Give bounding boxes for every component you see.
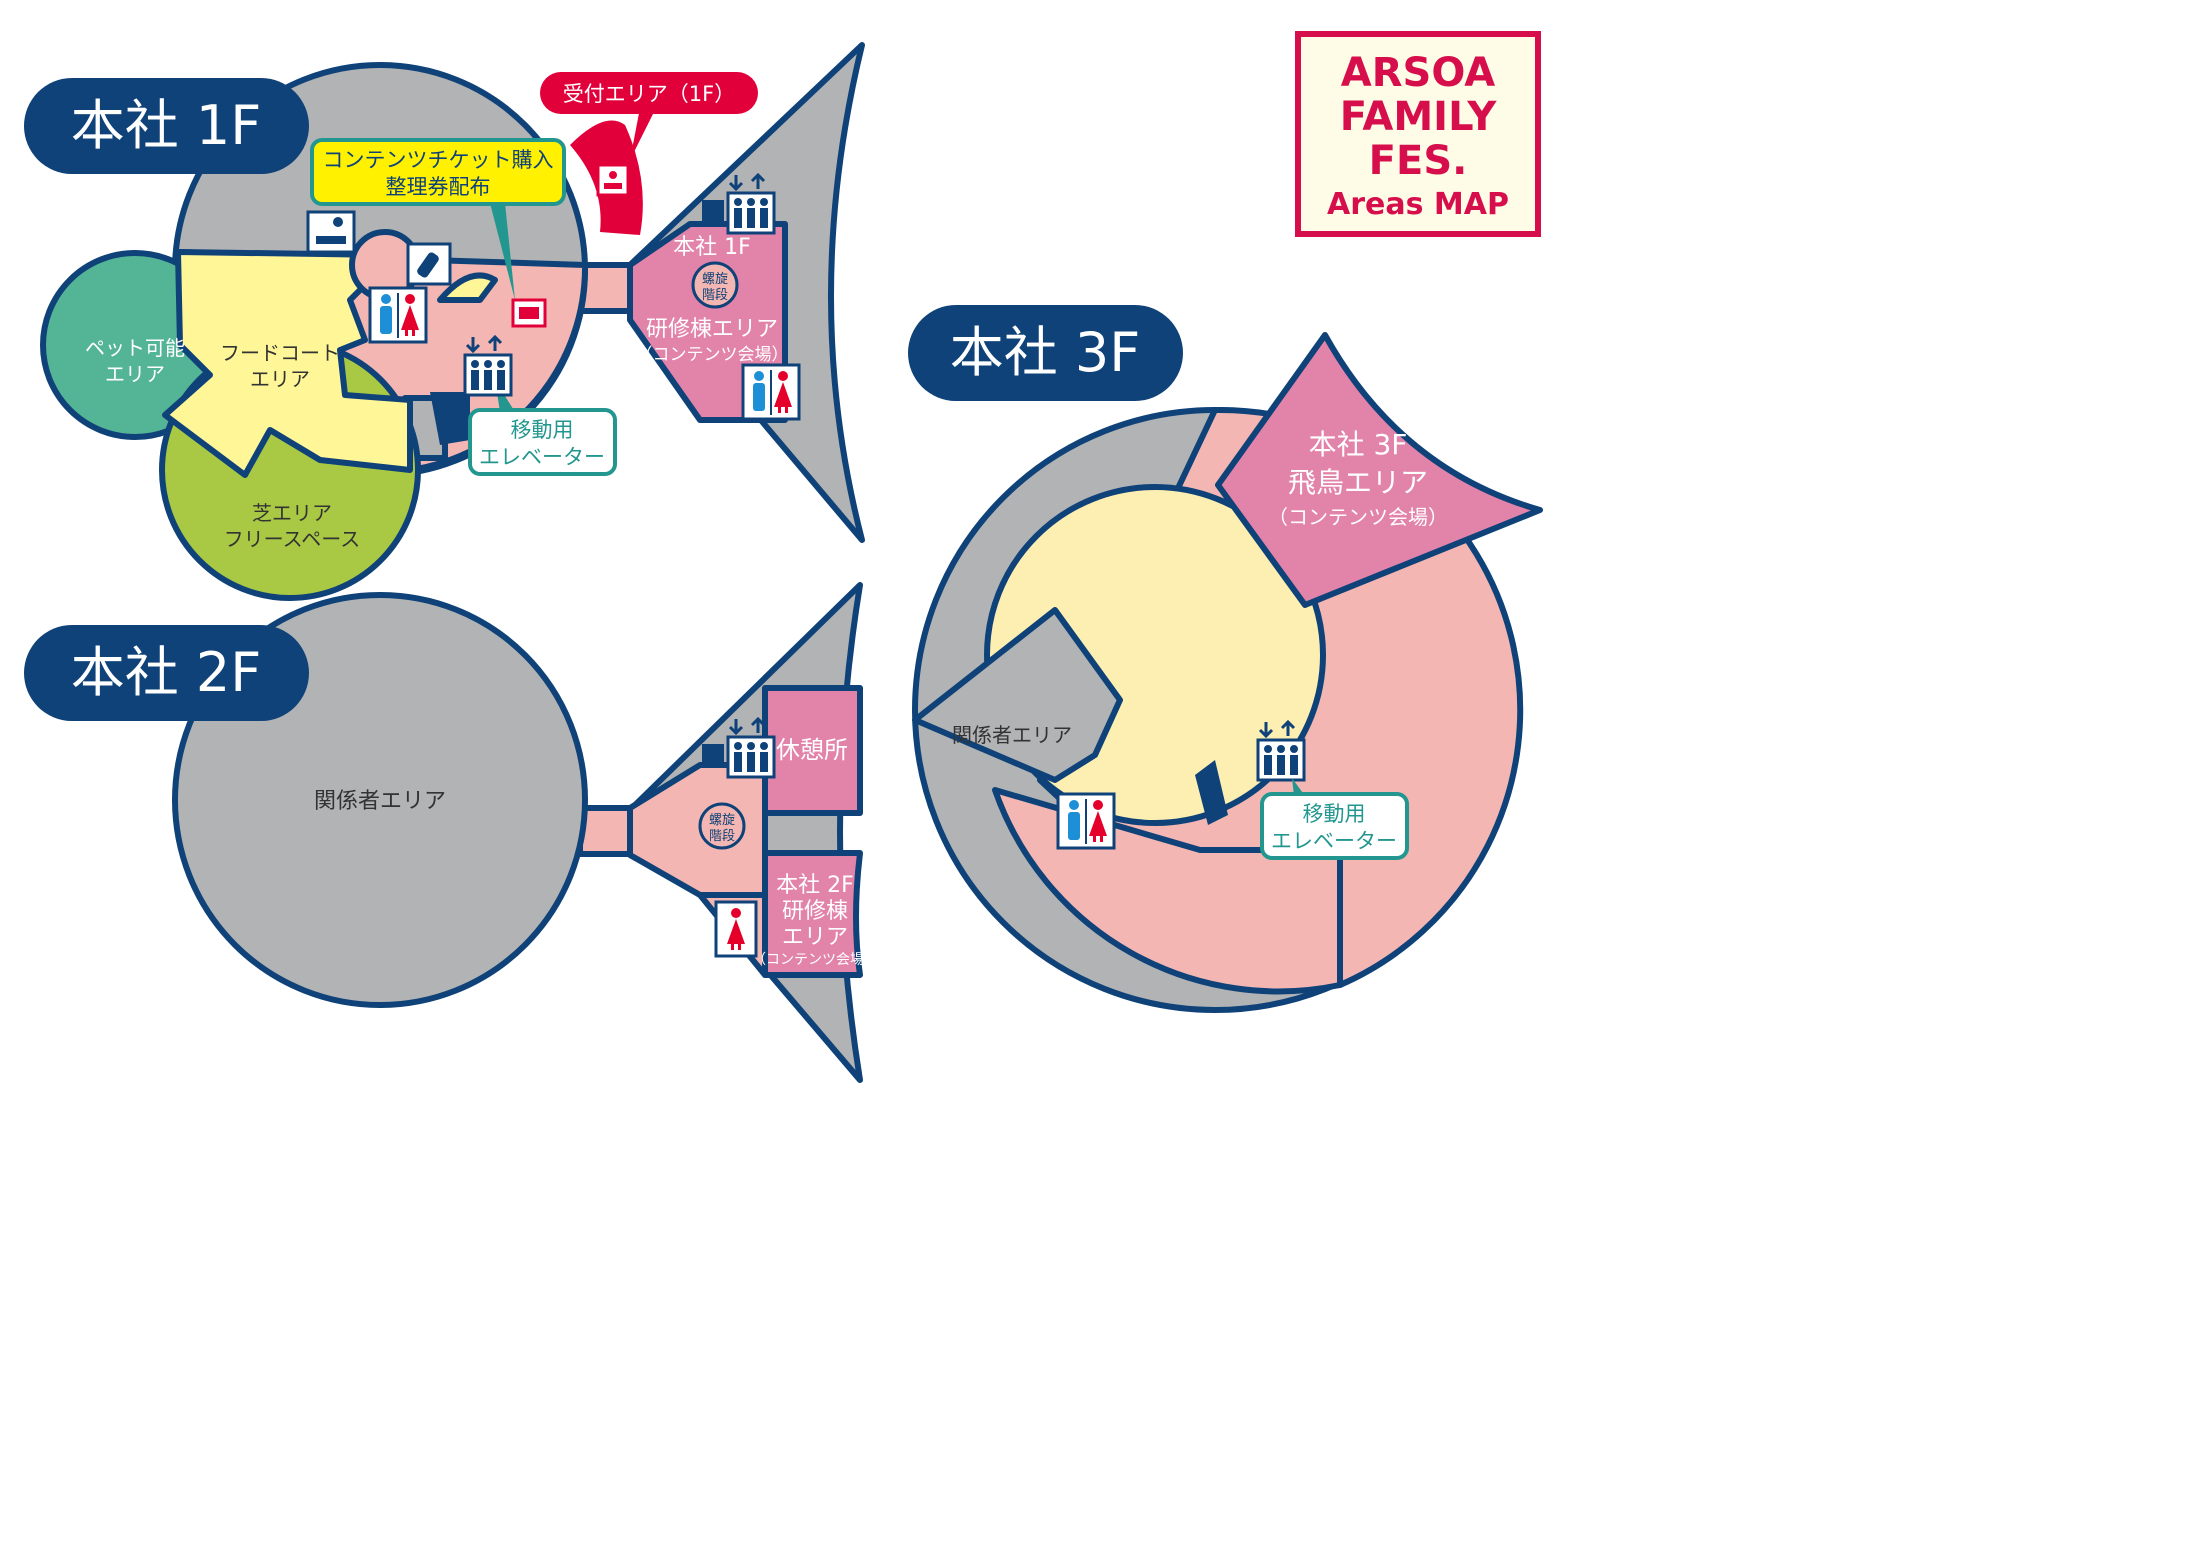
- svg-text:FES.: FES.: [1369, 138, 1468, 184]
- staff-area-3f-label: 関係者エリア: [952, 723, 1072, 747]
- restroom-icon: [741, 363, 801, 421]
- rest-area-label: 休憩所: [776, 736, 848, 764]
- training-area-2f: [762, 850, 863, 978]
- stairs-icon: 螺旋 階段: [698, 802, 746, 850]
- reception-callout: 受付エリア（1F）: [540, 72, 758, 160]
- ticket-icon: [511, 298, 547, 328]
- svg-text:移動用: 移動用: [511, 418, 574, 442]
- food-court-label: フードコート エリア: [220, 341, 340, 391]
- restroom-icon: [368, 286, 428, 344]
- svg-text:Areas MAP: Areas MAP: [1327, 187, 1509, 222]
- svg-text:本社 2F: 本社 2F: [71, 641, 262, 704]
- floor-3f: [912, 332, 1543, 1013]
- svg-text:フリースペース: フリースペース: [224, 527, 361, 551]
- elevator-callout-3f: 移動用 エレベーター: [1260, 778, 1409, 860]
- svg-text:本社 2F: 本社 2F: [776, 873, 854, 898]
- reception-desk-icon: [596, 163, 630, 197]
- svg-text:本社 3F: 本社 3F: [950, 321, 1141, 384]
- svg-text:整理券配布: 整理券配布: [386, 175, 491, 199]
- training-area-2f-label: 本社 2F 研修棟 エリア （コンテンツ会場）: [752, 873, 878, 968]
- svg-text:ペット可能: ペット可能: [85, 336, 185, 360]
- baby-bottle-icon: [406, 242, 452, 286]
- svg-text:コンテンツチケット購入: コンテンツチケット購入: [323, 148, 554, 172]
- training-area-1f-label: 本社 1F 螺旋 階段 研修棟エリア （コンテンツ会場）: [636, 235, 789, 365]
- svg-text:エリア: エリア: [782, 925, 848, 950]
- svg-text:エリア: エリア: [105, 362, 165, 386]
- svg-text:移動用: 移動用: [1303, 802, 1366, 826]
- svg-text:エリア: エリア: [250, 367, 310, 391]
- stairs-icon: [691, 261, 739, 309]
- lawn-area-label: 芝エリア フリースペース: [224, 501, 361, 551]
- title-2f: 本社 2F: [24, 625, 309, 721]
- svg-text:階段: 階段: [709, 829, 735, 844]
- baby-changing-icon: [306, 210, 356, 254]
- staff-area-2f-label: 関係者エリア: [314, 789, 446, 814]
- asuka-area: [1215, 332, 1543, 608]
- svg-text:エレベーター: エレベーター: [479, 445, 605, 469]
- svg-text:エレベーター: エレベーター: [1271, 829, 1397, 853]
- ticket-callout: コンテンツチケット購入 整理券配布: [310, 138, 566, 300]
- svg-text:飛鳥エリア: 飛鳥エリア: [1288, 466, 1428, 499]
- restroom-icon: [1056, 792, 1116, 850]
- svg-text:FAMILY: FAMILY: [1340, 94, 1498, 140]
- svg-text:本社 3F: 本社 3F: [1309, 428, 1408, 461]
- svg-text:研修棟: 研修棟: [782, 899, 848, 924]
- title-3f: 本社 3F: [908, 305, 1183, 401]
- svg-text:ARSOA: ARSOA: [1341, 50, 1495, 96]
- svg-text:芝エリア: 芝エリア: [252, 501, 332, 525]
- pet-area-label: ペット可能 エリア: [85, 336, 185, 386]
- food-court-area: [162, 249, 413, 478]
- svg-text:研修棟エリア: 研修棟エリア: [646, 317, 778, 342]
- svg-text:フードコート: フードコート: [220, 341, 340, 365]
- svg-text:（コンテンツ会場）: （コンテンツ会場）: [1268, 505, 1448, 529]
- svg-text:階段: 階段: [702, 288, 728, 303]
- svg-text:本社 1F: 本社 1F: [71, 94, 262, 157]
- svg-text:螺旋: 螺旋: [702, 272, 728, 287]
- svg-text:受付エリア（1F）: 受付エリア（1F）: [563, 82, 735, 106]
- restroom-icon: [714, 900, 758, 958]
- asuka-area-label: 本社 3F 飛鳥エリア （コンテンツ会場）: [1268, 428, 1448, 529]
- title-1f: 本社 1F: [24, 78, 309, 174]
- svg-text:（コンテンツ会場）: （コンテンツ会場）: [752, 952, 878, 968]
- staff-area-3f: [912, 607, 1123, 783]
- svg-text:本社 1F: 本社 1F: [673, 235, 751, 260]
- logo-box: ARSOA FAMILY FES. Areas MAP: [1295, 31, 1541, 237]
- svg-text:螺旋: 螺旋: [709, 813, 735, 828]
- svg-text:（コンテンツ会場）: （コンテンツ会場）: [636, 345, 789, 365]
